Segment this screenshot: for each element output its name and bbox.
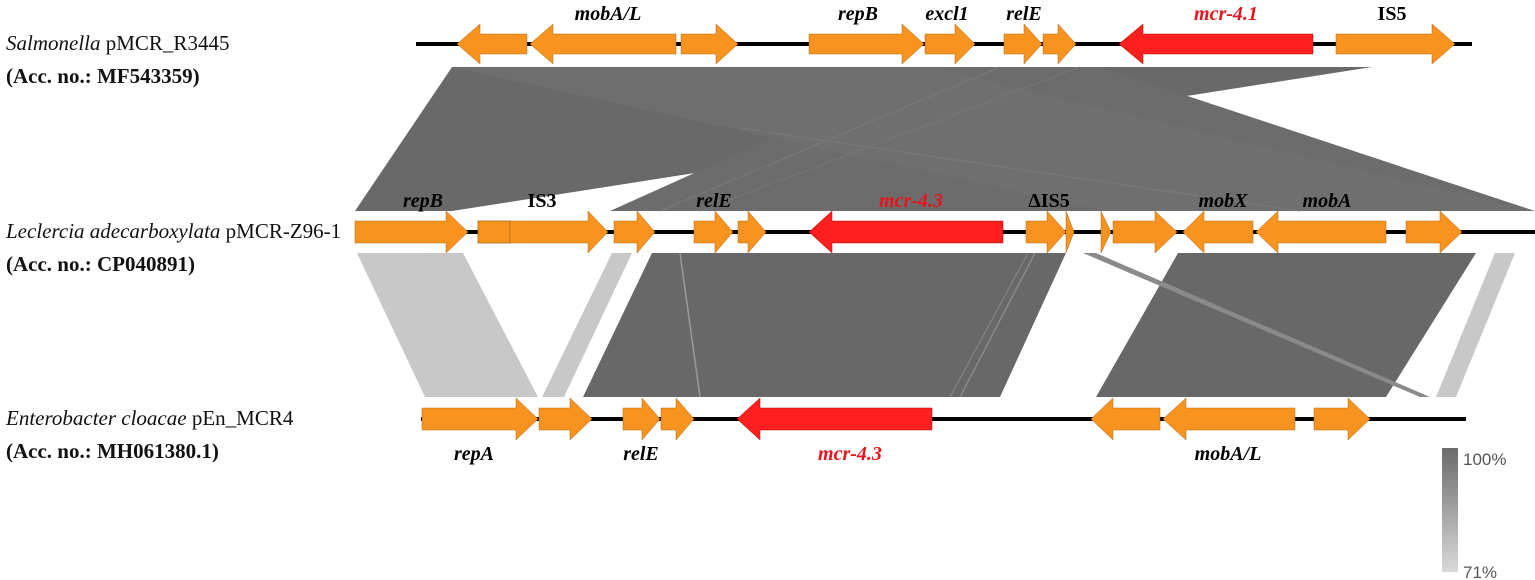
homology-blocks-top [355, 66, 1535, 212]
plasmid-name-2: Leclercia adecarboxylata pMCR-Z96-1 [5, 219, 341, 243]
homology-inversion-line [739, 127, 1301, 212]
identity-scale-max: 100% [1463, 450, 1506, 469]
homology-block-repA [357, 253, 538, 397]
homology-inversion-line [679, 252, 701, 398]
gene-arrow [1090, 397, 1161, 441]
gene-arrow [660, 397, 695, 441]
gene-label-mcr: mcr-4.3 [818, 443, 882, 465]
gene-label: excl1 [925, 3, 968, 25]
gene-arrow [456, 23, 528, 65]
gene-arrow [1405, 210, 1463, 254]
plasmid-accession-1: (Acc. no.: MF543359) [6, 64, 200, 88]
homology-block-mcr-region [583, 253, 1066, 397]
gene-arrow-mobX [1182, 210, 1254, 254]
gene-arrow [1313, 397, 1371, 441]
gene-label: mobA [1303, 190, 1352, 212]
gene-labels: mobA/L repB excl1 relE mcr-4.1 IS5 repB … [403, 3, 1406, 465]
gene-arrow-repB [354, 210, 469, 254]
gene-label: mobX [1199, 190, 1249, 212]
gene-arrow [1065, 210, 1075, 254]
gene-label: ΔIS5 [1028, 190, 1069, 212]
gene-arrow-relE [622, 397, 661, 441]
homology-block-mob-region [1096, 253, 1476, 397]
gene-label: mobA/L [1195, 443, 1262, 465]
homology-block-mob-region [452, 67, 1535, 211]
gene-label: repB [403, 190, 443, 212]
gene-arrow [529, 23, 677, 65]
homology-blocks-bottom [357, 252, 1515, 398]
homology-inversion-line [699, 66, 1081, 212]
gene-arrow-IS3 [509, 210, 609, 254]
identity-scale: 100% 71% [1442, 448, 1506, 580]
gene-arrow-mcr-4-1 [1118, 23, 1314, 65]
homology-block-IS [542, 253, 632, 397]
homology-inversion-line [949, 252, 1029, 398]
gene-arrow [680, 23, 739, 65]
gene-label-mcr: mcr-4.3 [879, 190, 943, 212]
gene-label: relE [1006, 3, 1042, 25]
gene-arrow-relE [693, 210, 734, 254]
gene-arrow [737, 210, 767, 254]
gene-label-mcr: mcr-4.1 [1194, 3, 1258, 25]
gene-arrow-excl1 [924, 23, 976, 65]
gene-arrow [1112, 210, 1178, 254]
plasmid-name-1: Salmonella pMCR_R3445 [6, 31, 229, 55]
identity-scale-min: 71% [1463, 563, 1497, 580]
gene-label: mobA/L [575, 3, 642, 25]
gene-arrow-mcr-4-3 [808, 210, 1004, 254]
plasmid-labels: Salmonella pMCR_R3445 (Acc. no.: MF54335… [5, 31, 341, 463]
plasmid-accession-2: (Acc. no.: CP040891) [6, 252, 195, 276]
gene-arrow-IS5 [1335, 23, 1456, 65]
gene-arrow-mobA-L [1162, 397, 1296, 441]
plasmid-track-2 [354, 210, 1535, 254]
plasmid-track-3 [421, 397, 1466, 441]
homology-inversion-line [959, 252, 1036, 398]
gene-arrow [538, 397, 593, 441]
plasmid-track-1 [416, 23, 1472, 65]
gene-arrow-mobA [1255, 210, 1387, 254]
gene-arrow-mcr-4-3 [736, 397, 933, 441]
gene-label: relE [696, 190, 732, 212]
gene-label: IS5 [1378, 3, 1407, 25]
homology-inversion-line [659, 66, 1001, 212]
gene-box [477, 220, 511, 244]
gene-label: IS3 [528, 190, 557, 212]
gene-label: repB [838, 3, 878, 25]
plasmid-accession-3: (Acc. no.: MH061380.1) [6, 439, 219, 463]
gene-label: relE [623, 443, 659, 465]
plasmid-name-3: Enterobacter cloacae pEn_MCR4 [5, 406, 294, 430]
homology-block-end [1436, 253, 1515, 397]
gene-arrow [1042, 23, 1077, 65]
gene-arrow-repA [421, 397, 539, 441]
gene-label: repA [454, 443, 494, 465]
gene-arrow [1100, 210, 1112, 254]
gene-arrow-deltaIS5 [1025, 210, 1067, 254]
identity-scale-bar [1442, 448, 1458, 572]
gene-arrow-repB [808, 23, 925, 65]
gene-arrow-relE [1003, 23, 1043, 65]
homology-block-inversion [1083, 253, 1430, 397]
gene-arrow [613, 210, 656, 254]
